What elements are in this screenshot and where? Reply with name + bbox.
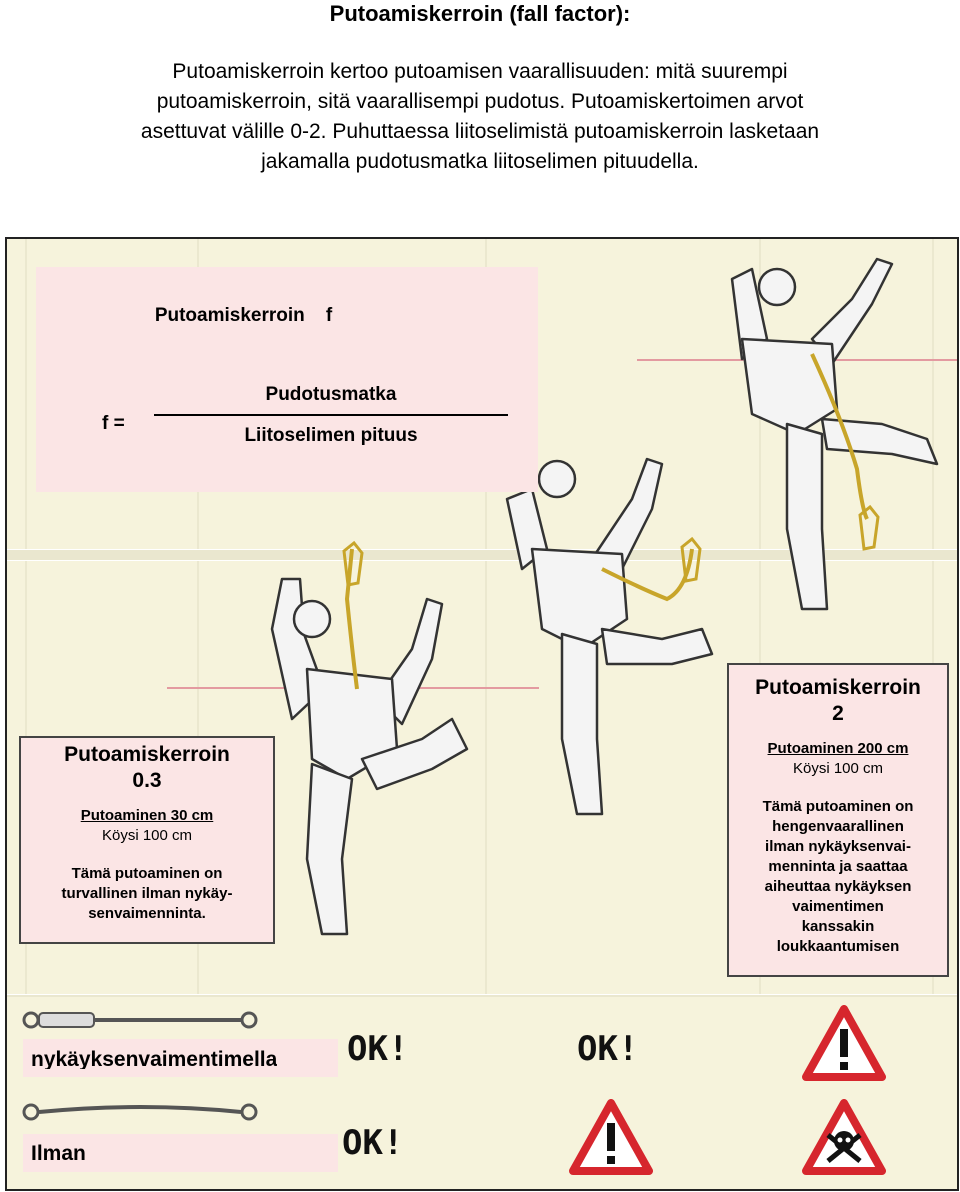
formula-title: Putoamiskerroin f [154,305,333,326]
legend-without-absorber-label: Ilman [31,1142,86,1165]
fall-distance: Putoaminen 200 cm [767,740,909,757]
fall-distance: Putoaminen 30 cm [80,807,214,824]
ok-mark-low-without: OK! [342,1123,404,1163]
description-line: turvallinen ilman nykäy- [61,885,233,902]
intro-line: jakamalla pudotusmatka liitoselimen pitu… [261,150,699,173]
legend-with-absorber: nykäyksenvaimentimella [23,1039,338,1077]
box-title: Putoamiskerroin [755,676,921,699]
description-line: kanssakin [801,918,875,935]
fall-factor-low-box: Putoamiskerroin 0.3 Putoaminen 30 cm Köy… [19,736,275,944]
warning-triangle-icon [569,1099,653,1175]
description-line: menninta ja saattaa [768,858,908,875]
lanyard-without-absorber-icon [22,1103,258,1121]
danger-skull-triangle-icon [802,1099,886,1175]
rope-length: Köysi 100 cm [101,827,193,844]
box-value: 0.3 [132,769,162,792]
description-line: loukkaantumisen [776,938,900,955]
intro-line: asettuvat välille 0-2. Puhuttaessa liito… [140,120,820,143]
ok-mark-mid-with: OK! [577,1029,639,1069]
rope-length: Köysi 100 cm [792,760,884,777]
formula-box: Putoamiskerroin f f = Pudotusmatka Liito… [36,267,538,492]
formula-lhs: f = [102,413,125,434]
fall-factor-high-box: Putoamiskerroin 2 Putoaminen 200 cm Köys… [727,663,949,977]
legend-area: nykäyksenvaimentimella Ilman OK! OK! OK! [7,997,957,1189]
box-title: Putoamiskerroin [64,743,230,766]
climber-figure-mid [505,457,714,816]
description-line: vaimentimen [792,898,884,915]
description-line: aiheuttaa nykäyksen [764,878,912,895]
fraction-bar [154,414,508,416]
climber-figure-high [730,257,939,611]
fall-factor-illustration: Putoamiskerroin f f = Pudotusmatka Liito… [5,237,959,1191]
intro-line: putoamiskerroin, sitä vaarallisempi pudo… [156,90,804,113]
description-line: senvaimenninta. [88,905,206,922]
legend-with-absorber-label: nykäyksenvaimentimella [31,1049,278,1069]
intro-paragraph: Putoamiskerroin kertoo putoamisen vaaral… [40,57,920,177]
box-value: 2 [832,702,844,725]
formula-numerator: Pudotusmatka [265,384,397,405]
warning-triangle-icon [802,1005,886,1081]
description-line: ilman nykäyksenvai- [765,838,911,855]
ok-mark-low-with: OK! [347,1029,409,1069]
description: Tämä putoaminen on turvallinen ilman nyk… [21,864,273,924]
lanyard-with-absorber-icon [22,1011,258,1029]
legend-without-absorber: Ilman [23,1134,338,1172]
intro-line: Putoamiskerroin kertoo putoamisen vaaral… [172,60,788,83]
page-title: Putoamiskerroin (fall factor): [329,1,631,26]
anchor-beam [7,549,957,561]
climber-figure-low [270,540,469,936]
description-line: Tämä putoaminen on [762,798,914,815]
description-line: Tämä putoaminen on [71,865,223,882]
description: Tämä putoaminen on hengenvaarallinen ilm… [729,797,947,957]
description-line: hengenvaarallinen [772,818,904,835]
formula-denominator: Liitoselimen pituus [244,425,418,446]
